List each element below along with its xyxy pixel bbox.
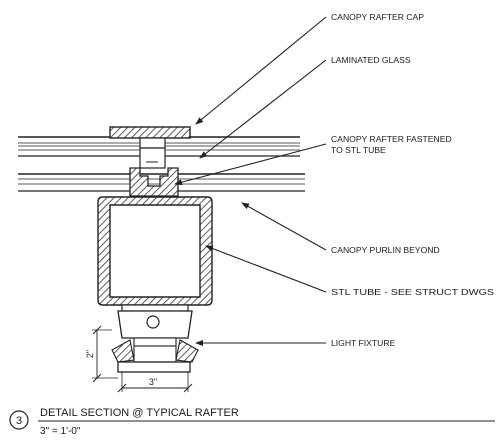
detail-scale: 3" = 1'-0": [40, 426, 81, 437]
dimension-height: 2": [85, 325, 118, 383]
detail-title: DETAIL SECTION @ TYPICAL RAFTER: [40, 407, 239, 419]
title-block: 3 DETAIL SECTION @ TYPICAL RAFTER 3" = 1…: [9, 407, 495, 437]
label-rafter-fastened-2: TO STL TUBE: [331, 145, 386, 155]
label-purlin-beyond: CANOPY PURLIN BEYOND: [331, 245, 440, 255]
light-fixture: [111, 304, 199, 373]
height-dimension-text: 2": [85, 350, 95, 358]
steel-tube: [97, 196, 213, 306]
canopy-rafter-connector: [129, 147, 179, 197]
label-rafter-fastened-1: CANOPY RAFTER FASTENED: [331, 134, 452, 144]
leader-stl-tube: [205, 245, 327, 293]
leader-purlin-beyond: [241, 202, 327, 251]
width-dimension-text: 3": [149, 377, 157, 387]
canopy-rafter-cap: [109, 126, 191, 149]
leader-rafter-cap: [195, 16, 327, 125]
leader-lines: [174, 16, 327, 346]
dimension-width: 3": [117, 372, 193, 393]
label-laminated-glass: LAMINATED GLASS: [331, 55, 411, 65]
label-rafter-cap: CANOPY RAFTER CAP: [331, 12, 424, 22]
label-stl-tube: STL TUBE - SEE STRUCT DWGS: [331, 287, 494, 297]
leader-laminated-glass: [199, 59, 327, 159]
leader-rafter-fastened: [174, 143, 327, 186]
detail-number: 3: [16, 415, 22, 427]
detail-number-bubble: [9, 410, 29, 430]
label-light-fixture: LIGHT FIXTURE: [331, 338, 396, 348]
